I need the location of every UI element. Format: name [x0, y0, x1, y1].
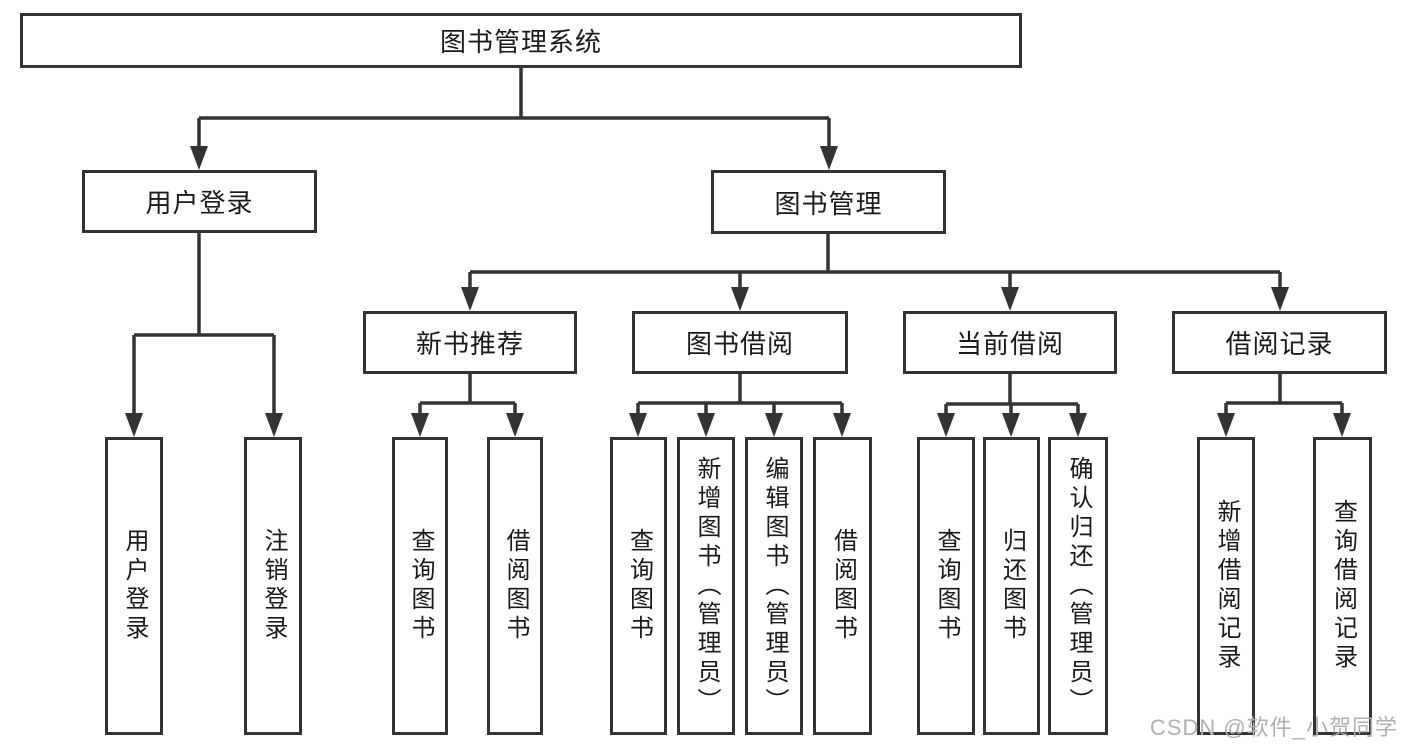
leaf-rec-borrow-books-label: 借阅图书: [502, 528, 529, 644]
leaf-bb-borrow-books-label: 借阅图书: [829, 528, 857, 644]
leaf-user-login-label: 用户登录: [121, 528, 148, 644]
node-root-system: 图书管理系统: [20, 13, 1022, 68]
leaf-bb-edit-books-label: 编辑图书（管理员）: [761, 455, 788, 717]
leaf-rec-borrow-books: 借阅图书: [487, 437, 543, 735]
leaf-bb-borrow-books: 借阅图书: [813, 437, 872, 735]
node-book-borrow-label: 图书借阅: [685, 329, 794, 359]
leaf-rec-query-books: 查询图书: [392, 437, 448, 735]
leaf-bb-add-books-label: 新增图书（管理员）: [693, 455, 720, 717]
node-book-mgmt-label: 图书管理: [774, 188, 883, 219]
node-new-book-rec-label: 新书推荐: [415, 329, 524, 359]
node-user-login: 用户登录: [82, 170, 317, 233]
edge-borrow-records-children: [1217, 373, 1351, 437]
leaf-br-query-record-label: 查询借阅记录: [1329, 499, 1357, 673]
leaf-bb-query-books-label: 查询图书: [625, 528, 653, 644]
leaf-cb-query-books: 查询图书: [917, 437, 975, 735]
leaf-cb-confirm-return: 确认归还（管理员）: [1048, 437, 1108, 735]
leaf-user-login: 用户登录: [105, 437, 163, 735]
leaf-br-query-record: 查询借阅记录: [1313, 437, 1372, 735]
csdn-watermark: CSDN @软件_小贺同学: [1149, 715, 1398, 740]
edge-book-borrow-children: [629, 373, 851, 437]
edge-user-login-children: [125, 233, 283, 437]
leaf-bb-edit-books: 编辑图书（管理员）: [745, 437, 803, 735]
leaf-cb-return-books-label: 归还图书: [998, 528, 1026, 644]
edge-current-borrow-children: [937, 373, 1087, 437]
node-book-mgmt: 图书管理: [711, 170, 946, 234]
node-user-login-label: 用户登录: [145, 188, 254, 218]
node-borrow-records: 借阅记录: [1172, 311, 1387, 374]
node-borrow-records-label: 借阅记录: [1225, 329, 1334, 359]
leaf-cb-return-books: 归还图书: [983, 437, 1040, 735]
leaf-logout: 注销登录: [244, 437, 302, 735]
leaf-br-add-record-label: 新增借阅记录: [1213, 499, 1240, 673]
leaf-logout-label: 注销登录: [260, 528, 287, 644]
edge-new-book-rec-children: [411, 373, 524, 437]
node-new-book-rec: 新书推荐: [363, 311, 577, 374]
node-current-borrow: 当前借阅: [903, 311, 1117, 374]
leaf-cb-query-books-label: 查询图书: [933, 528, 960, 644]
leaf-rec-query-books-label: 查询图书: [407, 528, 434, 644]
node-book-borrow: 图书借阅: [632, 311, 848, 374]
node-root-label: 图书管理系统: [439, 27, 602, 57]
leaf-br-add-record: 新增借阅记录: [1197, 437, 1255, 735]
edge-book-mgmt-children: [461, 234, 1289, 311]
leaf-bb-add-books: 新增图书（管理员）: [677, 437, 735, 735]
node-current-borrow-label: 当前借阅: [955, 329, 1064, 359]
leaf-cb-confirm-return-label: 确认归还（管理员）: [1065, 455, 1092, 717]
leaf-bb-query-books: 查询图书: [610, 437, 667, 735]
edge-root-to-level2: [190, 68, 838, 170]
